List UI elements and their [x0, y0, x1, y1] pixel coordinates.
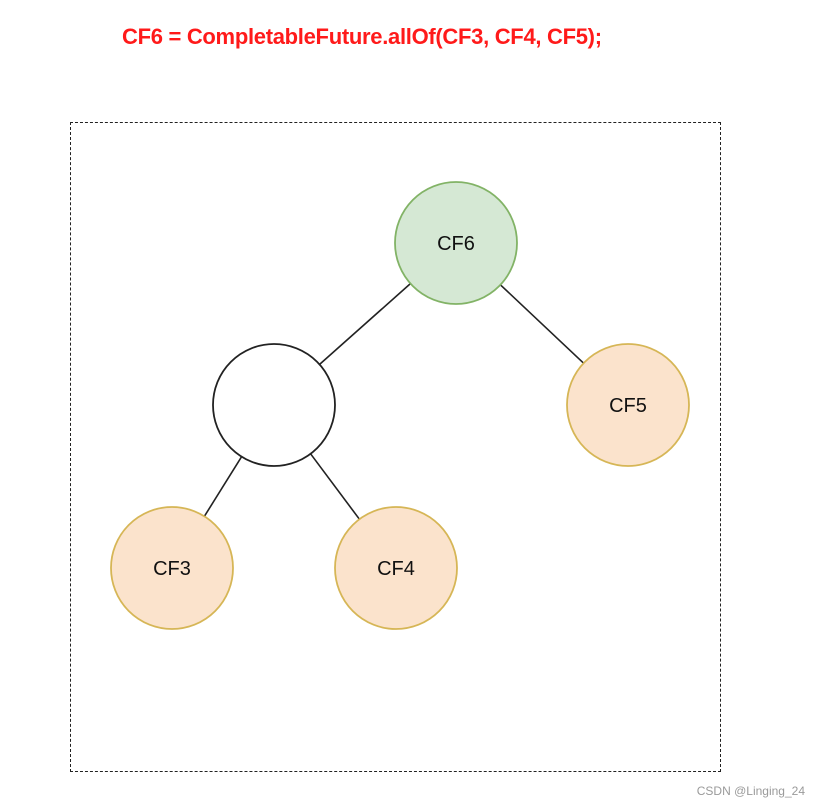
edge-cf6-mid	[319, 283, 411, 365]
node-circle	[566, 343, 690, 467]
node-unnamed	[212, 343, 336, 467]
edge-mid-cf4	[309, 453, 361, 520]
watermark: CSDN @Linging_24	[696, 784, 805, 798]
node-circle	[394, 181, 518, 305]
node-cf3: CF3	[110, 506, 234, 630]
code-title: CF6 = CompletableFuture.allOf(CF3, CF4, …	[122, 24, 602, 49]
diagram-frame	[70, 122, 721, 772]
node-label: CF6	[437, 233, 475, 255]
node-label: CF5	[609, 395, 647, 417]
node-cf4: CF4	[334, 506, 458, 630]
node-label: CF3	[153, 558, 191, 580]
edge-cf6-cf5	[499, 284, 585, 364]
edge-mid-cf3	[203, 456, 243, 517]
node-circle	[334, 506, 458, 630]
node-circle	[110, 506, 234, 630]
node-label: CF4	[377, 558, 415, 580]
node-cf6: CF6	[394, 181, 518, 305]
node-cf5: CF5	[566, 343, 690, 467]
edges-layer	[203, 283, 585, 520]
node-circle	[212, 343, 336, 467]
